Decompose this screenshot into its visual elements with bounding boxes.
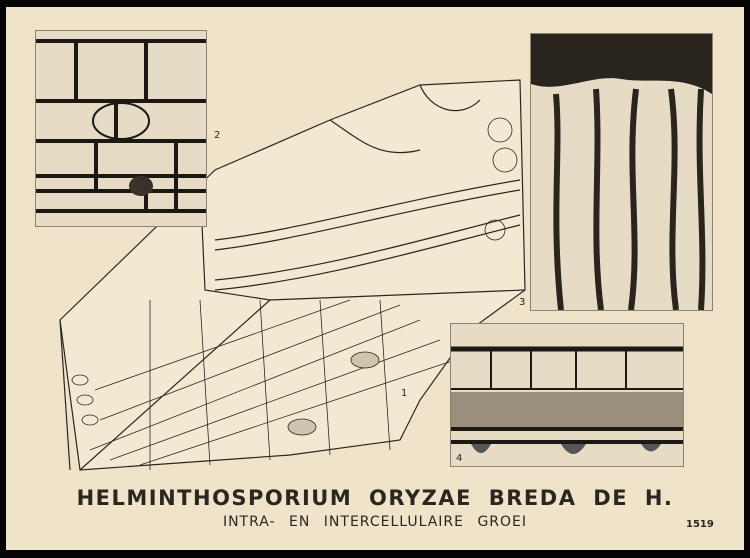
figure-label-2: 2 [214, 130, 221, 141]
figure-panel-4 [450, 323, 684, 467]
catalog-number: 1519 [686, 519, 714, 530]
figure-panel-2 [35, 30, 207, 227]
chart-subtitle: INTRA- EN INTERCELLULAIRE GROEI [222, 514, 528, 530]
figure-label-3: 3 [519, 297, 526, 308]
chart-title: HELMINTHOSPORIUM ORYZAE BREDA DE H. [76, 486, 674, 510]
mesophyll-hyphae-drawing [531, 34, 712, 310]
leaf-section-hyphae-drawing [451, 346, 683, 454]
epidermis-cells-drawing [36, 39, 206, 213]
figure-label-4: 4 [456, 453, 463, 464]
figure-panel-3 [530, 33, 713, 311]
figure-label-1: 1 [401, 388, 408, 399]
